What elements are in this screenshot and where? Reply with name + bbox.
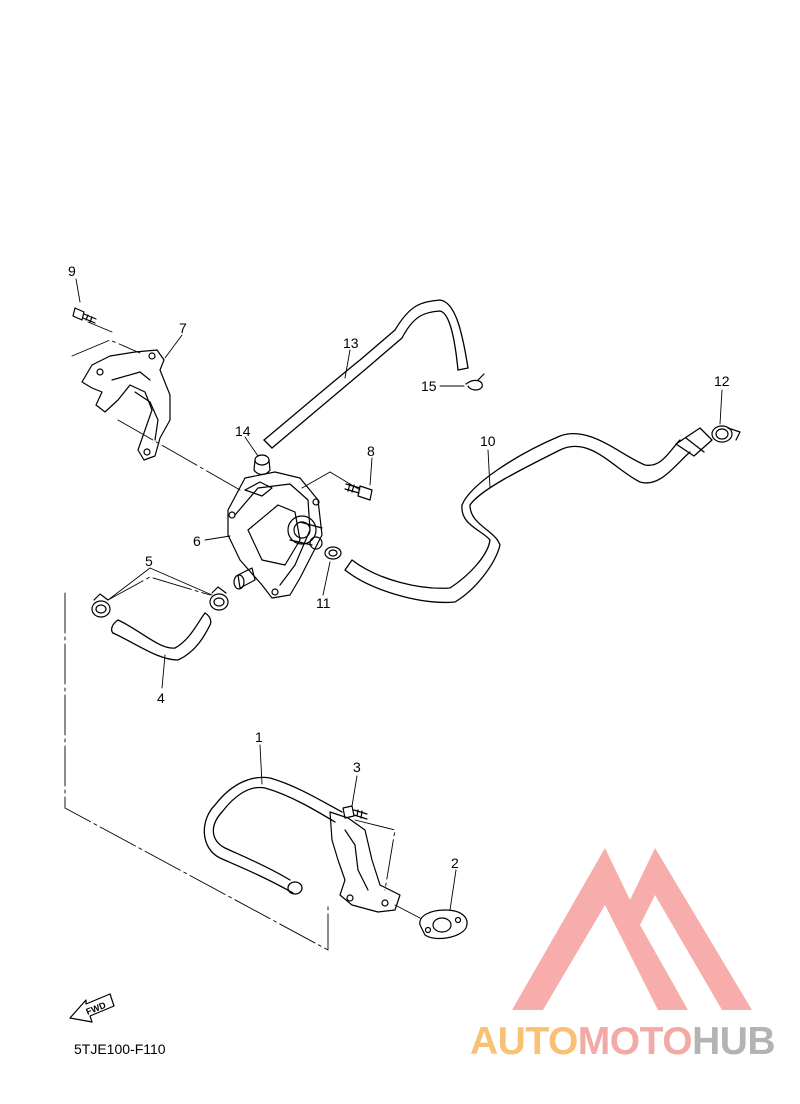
brand-part-moto: MOTO [577,1020,693,1063]
brand-part-auto: AUTO [470,1020,578,1063]
callout-9: 9 [68,263,76,279]
bolt-9 [72,307,97,324]
callout-12: 12 [714,373,730,389]
bracket-7 [81,349,171,461]
oring-11 [324,546,342,560]
callout-11: 11 [316,595,331,611]
callout-7: 7 [179,320,187,336]
bolt-8 [344,483,373,501]
callout-2: 2 [451,855,459,871]
hose-10 [344,427,713,604]
fwd-arrow-icon [69,993,115,1023]
fitting-14 [253,454,271,476]
callout-4: 4 [157,690,165,706]
callout-3: 3 [353,759,361,775]
clamp-12 [711,425,741,443]
fwd-label: FWD [85,1000,108,1017]
callout-5: 5 [145,553,153,569]
callout-8: 8 [367,443,375,459]
gasket-2 [419,909,468,940]
callout-6: 6 [193,533,201,549]
brand-part-hub: HUB [692,1020,776,1063]
watermark-logo [512,848,752,1010]
callout-15: 15 [421,378,437,394]
bolt-3 [342,805,368,820]
clip-15 [465,373,485,391]
valve-assembly-6 [227,471,323,599]
hose-13 [263,299,469,449]
watermark-brand: AUTOMOTOHUB [470,1020,776,1064]
callout-1: 1 [255,729,263,745]
clamp-5b [209,586,229,611]
callout-leaders [75,278,723,911]
pipe-bracket [329,811,401,913]
callout-13: 13 [343,335,359,351]
drawing-code: 5TJE100-F110 [74,1041,166,1057]
callouts: 1 2 3 4 5 6 7 8 9 10 11 12 13 14 15 FWD [68,263,730,1017]
callout-10: 10 [480,433,496,449]
pipe-1 [203,776,343,895]
callout-14: 14 [235,423,251,439]
clamp-5a [91,593,111,618]
hose-4 [111,612,212,661]
